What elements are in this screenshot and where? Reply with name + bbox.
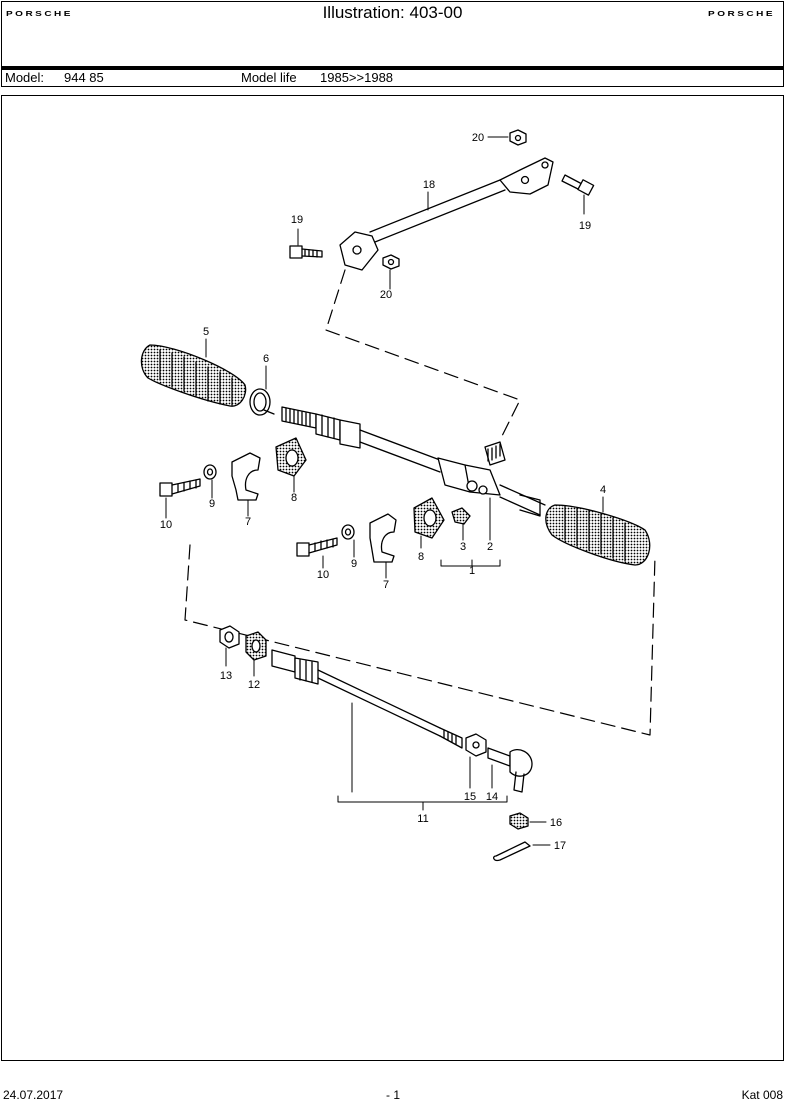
bellows-4-part [545, 504, 651, 566]
callout-8-lower: 8 [418, 551, 424, 563]
assembly-dashed-lines [184, 269, 656, 736]
callout-9-upper: 9 [209, 498, 215, 510]
page-title: Illustration: 403-00 [322, 3, 463, 22]
header-box: PORSCHE Illustration: 403-00 PORSCHE [1, 1, 784, 67]
model-life-value: 1985>>1988 [320, 70, 394, 85]
sleeve-12-part [245, 631, 267, 661]
callout-10-lower: 10 [317, 569, 329, 581]
callout-18: 18 [423, 179, 435, 191]
tie-rod-11-part [271, 649, 463, 749]
callout-7-upper: 7 [245, 516, 251, 528]
model-life-label: Model life [241, 70, 297, 85]
callout-7-lower: 7 [383, 579, 389, 591]
clamp-6-part [249, 388, 275, 416]
leader-lines [165, 136, 604, 846]
porsche-logo-right: PORSCHE [708, 10, 775, 19]
callout-8-upper: 8 [291, 492, 297, 504]
callout-20-top: 20 [472, 132, 484, 144]
rubber-mount-8-part [275, 437, 445, 539]
intermediate-shaft-part [339, 157, 554, 271]
callout-6: 6 [263, 353, 269, 365]
footer-page: - 1 [386, 1088, 401, 1102]
callout-17: 17 [554, 840, 566, 852]
callout-2: 2 [487, 541, 493, 553]
bolt-10-part [159, 478, 338, 557]
lock-nut-15-part [465, 733, 487, 757]
callout-3: 3 [460, 541, 466, 553]
callout-5: 5 [203, 326, 209, 338]
footer-catalog: Kat 008 [741, 1088, 783, 1102]
callout-20-bottom: 20 [380, 289, 392, 301]
callout-10-upper: 10 [160, 519, 172, 531]
callout-13: 13 [220, 670, 232, 682]
callout-15: 15 [464, 791, 476, 803]
callout-19-right: 19 [579, 220, 591, 232]
nut-20-part [382, 129, 527, 270]
model-label: Model: [5, 70, 45, 85]
plug-3-part [451, 507, 471, 525]
castle-nut-16-part [509, 812, 529, 830]
callout-1: 1 [469, 565, 475, 577]
callout-4: 4 [600, 484, 606, 496]
model-value: 944 85 [64, 70, 104, 85]
bolt-19-part [289, 174, 595, 259]
bracket-7-part [231, 452, 397, 563]
model-info-bar: Model: 944 85 Model life 1985>>1988 [1, 67, 784, 87]
porsche-logo-left: PORSCHE [6, 10, 73, 19]
bellows-5-part [140, 344, 247, 407]
tie-rod-end-14-part [487, 747, 533, 793]
footer-date: 24.07.2017 [3, 1088, 64, 1102]
callout-14: 14 [486, 791, 498, 803]
callout-16: 16 [550, 817, 562, 829]
callout-11: 11 [417, 813, 428, 825]
callout-9-lower: 9 [351, 558, 357, 570]
nut-13-part [219, 625, 240, 649]
cotter-pin-17-part [493, 841, 531, 862]
washer-9-part [203, 464, 355, 540]
callout-12: 12 [248, 679, 260, 691]
steering-rack-part [281, 406, 546, 517]
illustration-frame [1, 95, 784, 1061]
callout-19-left: 19 [291, 214, 303, 226]
